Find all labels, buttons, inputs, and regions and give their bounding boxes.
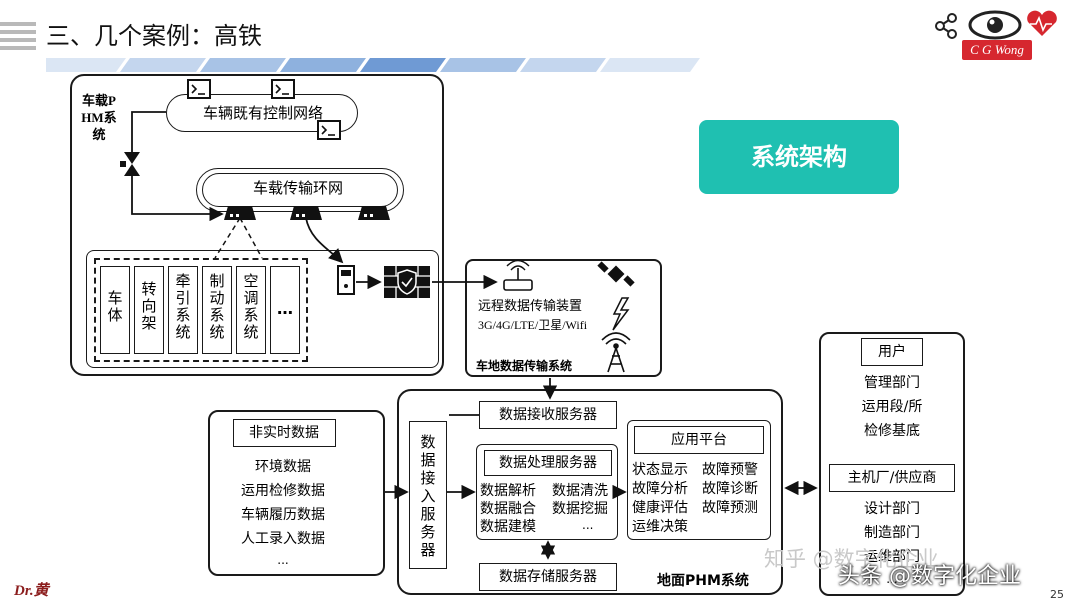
- transmission-panel: [465, 259, 662, 377]
- access-server-label: 数据接入服务器: [420, 433, 436, 559]
- process-item: 数据建模: [480, 519, 536, 535]
- zhihu-watermark: 知乎 @数字化企业: [764, 547, 939, 571]
- eye-icon: [968, 10, 1022, 40]
- toutiao-watermark: 头条 @数字化企业: [838, 564, 1021, 589]
- signal-tower-icon: [601, 332, 631, 373]
- non-realtime-item: ...: [277, 553, 289, 567]
- subsystem-brake: [202, 266, 232, 354]
- app-item: 故障预测: [702, 500, 758, 516]
- users-title: 用户: [878, 344, 906, 360]
- subsystem-more: [270, 266, 300, 354]
- non-realtime-item: 运用检修数据: [241, 483, 325, 499]
- process-item: 数据解析: [480, 483, 536, 499]
- ring-network-label: 车载传输环网: [252, 179, 344, 197]
- subsystem-label: 制动系统: [209, 272, 225, 341]
- access-server-box: [409, 421, 447, 569]
- transmission-title: 车地数据传输系统: [476, 359, 573, 373]
- terminal-icon: [271, 79, 295, 99]
- switch-icon: [290, 206, 322, 220]
- oem-item: 制造部门: [864, 525, 920, 541]
- switch-icon: [358, 206, 390, 220]
- process-server-label: 数据处理服务器: [499, 455, 597, 471]
- oem-title: 主机厂/供应商: [847, 470, 937, 486]
- oem-title-box: [829, 464, 955, 492]
- router-icon: [503, 259, 533, 291]
- non-realtime-title: 非实时数据: [249, 425, 319, 441]
- slide-title: 三、几个案例：高铁: [46, 22, 262, 50]
- app-item: 健康评估: [632, 500, 688, 516]
- oem-item: ...: [886, 572, 898, 586]
- storage-server-box: [479, 563, 617, 591]
- user-item: 运用段/所: [861, 399, 923, 415]
- storage-server-label: 数据存储服务器: [499, 569, 597, 585]
- user-item: 检修基底: [864, 423, 920, 439]
- subsystem-label: 车体: [107, 289, 123, 324]
- author-label: Dr.黄: [14, 583, 49, 599]
- non-realtime-item: 环境数据: [255, 459, 311, 475]
- system-architecture-label: 系统架构: [699, 120, 899, 194]
- app-item: 故障分析: [632, 481, 688, 497]
- firewall-icon: [384, 266, 430, 298]
- heart-icon: [1027, 10, 1057, 36]
- user-item: 管理部门: [864, 375, 920, 391]
- subsystem-traction: [168, 266, 198, 354]
- switch-icon: [224, 206, 256, 220]
- process-server-title-box: [484, 450, 612, 476]
- app-item: 故障预警: [702, 462, 758, 478]
- app-platform-title-box: [634, 426, 764, 454]
- subsystem-ac: [236, 266, 266, 354]
- header-stripes-icon: [0, 22, 36, 52]
- users-title-box: [861, 338, 923, 366]
- ground-phm-title: 地面PHM系统: [657, 573, 749, 589]
- ring-network-inner: [202, 173, 398, 207]
- transmission-device-label: 远程数据传输装置: [478, 299, 583, 314]
- satellite-icon: [597, 261, 635, 287]
- subsystem-label: 牵引系统: [175, 272, 191, 341]
- title-banner: [46, 57, 700, 72]
- oem-item: 运维部门: [864, 549, 920, 565]
- subsystem-label: 转向架: [141, 280, 157, 332]
- app-item: 运维决策: [632, 519, 688, 535]
- oem-item: 设计部门: [864, 501, 920, 517]
- logo-text: C G Wong: [970, 42, 1024, 57]
- non-realtime-item: 人工录入数据: [241, 531, 325, 547]
- lightning-icon: [612, 297, 630, 331]
- non-realtime-title-box: [233, 419, 336, 447]
- valve-icon: [120, 152, 140, 176]
- gateway-device-icon: [337, 265, 355, 295]
- subsystem-car-body: [100, 266, 130, 354]
- app-item: 状态显示: [632, 462, 688, 478]
- share-icon: [935, 13, 957, 39]
- control-network-label: 车辆既有控制网络: [202, 104, 324, 122]
- receive-server-box: [479, 401, 617, 429]
- onboard-phm-title: 车载PHM系统: [81, 93, 117, 142]
- process-item: ...: [582, 518, 594, 532]
- brand-logo: C G Wong: [930, 6, 1060, 64]
- non-realtime-item: 车辆履历数据: [241, 507, 325, 523]
- app-item: 故障诊断: [702, 481, 758, 497]
- process-item: 数据挖掘: [552, 501, 608, 517]
- process-item: 数据融合: [480, 501, 536, 517]
- page-number: 25: [1050, 588, 1064, 601]
- subsystem-label: …: [277, 299, 293, 318]
- subsystem-label: 空调系统: [243, 272, 259, 341]
- subsystem-bogie: [134, 266, 164, 354]
- terminal-icon: [187, 79, 211, 99]
- subsystem-dashed-group: [94, 258, 308, 362]
- app-platform-label: 应用平台: [671, 432, 727, 448]
- transmission-protocols: 3G/4G/LTE/卫星/Wifi: [478, 318, 588, 332]
- process-item: 数据清洗: [552, 483, 608, 499]
- receive-server-label: 数据接收服务器: [499, 407, 597, 423]
- terminal-icon: [317, 120, 341, 140]
